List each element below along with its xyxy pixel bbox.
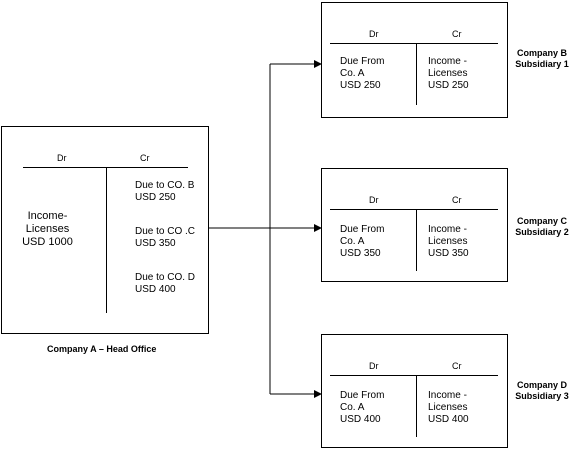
subsidiary-t-bar [330, 209, 498, 210]
head-office-credit-entry: Due to CO. B USD 250 [135, 180, 195, 203]
subsidiary-dr-header: Dr [369, 29, 379, 39]
subsidiary-dr-header: Dr [369, 361, 379, 371]
head-office-cr-header: Cr [140, 153, 150, 163]
subsidiary-credit-entry: Income - Licenses USD 400 [428, 390, 469, 425]
head-office-t-account: Dr Cr Income- Licenses USD 1000 Due to C… [1, 126, 209, 334]
subsidiary-t-account: Dr Cr Due From Co. A USD 400 Income - Li… [321, 334, 508, 448]
subsidiary-label: Company C Subsidiary 2 [515, 216, 569, 237]
subsidiary-cr-header: Cr [452, 29, 462, 39]
subsidiary-t-account: Dr Cr Due From Co. A USD 250 Income - Li… [321, 2, 508, 118]
subsidiary-t-account: Dr Cr Due From Co. A USD 350 Income - Li… [321, 168, 508, 282]
subsidiary-t-stem [416, 375, 417, 437]
subsidiary-debit-entry: Due From Co. A USD 400 [340, 390, 385, 425]
subsidiary-t-bar [330, 375, 498, 376]
head-office-caption: Company A – Head Office [47, 344, 157, 354]
head-office-credit-entry: Due to CO. D USD 400 [135, 272, 196, 295]
head-office-debit-entry: Income- Licenses USD 1000 [22, 210, 73, 248]
subsidiary-cr-header: Cr [452, 195, 462, 205]
head-office-credit-entry: Due to CO .C USD 350 [135, 226, 196, 249]
head-office-t-stem [106, 167, 107, 313]
subsidiary-credit-entry: Income - Licenses USD 350 [428, 224, 469, 259]
subsidiary-t-stem [416, 209, 417, 271]
subsidiary-dr-header: Dr [369, 195, 379, 205]
subsidiary-label: Company B Subsidiary 1 [515, 48, 569, 69]
head-office-t-bar [23, 167, 188, 168]
subsidiary-t-stem [416, 43, 417, 105]
subsidiary-cr-header: Cr [452, 361, 462, 371]
subsidiary-label: Company D Subsidiary 3 [515, 380, 569, 401]
subsidiary-credit-entry: Income - Licenses USD 250 [428, 56, 469, 91]
subsidiary-t-bar [330, 43, 498, 44]
subsidiary-debit-entry: Due From Co. A USD 350 [340, 224, 385, 259]
head-office-dr-header: Dr [57, 153, 67, 163]
subsidiary-debit-entry: Due From Co. A USD 250 [340, 56, 385, 91]
